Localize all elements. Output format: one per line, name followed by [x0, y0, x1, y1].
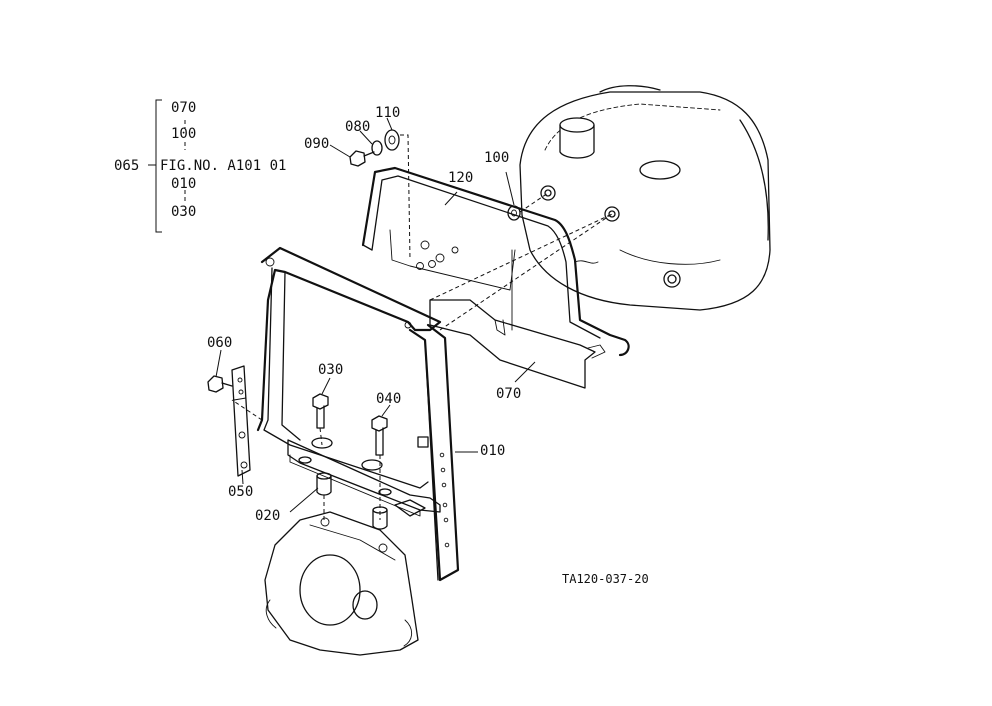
group-line-5: 030 [171, 204, 196, 220]
callout-020: 020 [255, 508, 280, 524]
callout-labels: 110 080 090 120 100 060 030 040 070 010 … [207, 105, 649, 586]
callout-050: 050 [228, 484, 253, 500]
callout-040: 040 [376, 391, 401, 407]
callout-100: 100 [484, 150, 509, 166]
tank-bracket-120 [361, 166, 630, 357]
drawing-code: TA120-037-20 [562, 572, 649, 586]
collar-020 [316, 472, 388, 530]
group-reference: 065 070 100 FIG.NO. A101 01 010 030 [114, 99, 286, 233]
group-line-4: 010 [171, 176, 196, 192]
washer-080 [371, 140, 383, 156]
group-line-2: 100 [171, 126, 196, 142]
assembly-lines [215, 117, 613, 513]
fuel-tank [519, 85, 771, 311]
callout-120: 120 [448, 170, 473, 186]
bolt-040 [371, 415, 388, 520]
callout-080: 080 [345, 119, 370, 135]
callout-030: 030 [318, 362, 343, 378]
group-number: 065 [114, 158, 139, 174]
nut-100 [507, 205, 521, 221]
callout-060: 060 [207, 335, 232, 351]
callout-010: 010 [480, 443, 505, 459]
callout-090: 090 [304, 136, 329, 152]
callout-070: 070 [496, 386, 521, 402]
plate-050 [231, 365, 251, 477]
bolt-090 [349, 150, 375, 167]
plate-070 [429, 249, 606, 389]
callout-110: 110 [375, 105, 400, 121]
fig-number: FIG.NO. A101 01 [160, 158, 286, 174]
washer-110 [384, 129, 400, 151]
group-line-1: 070 [171, 100, 196, 116]
bolt-030 [312, 393, 329, 446]
bolt-060 [207, 375, 233, 393]
engine-housing [264, 511, 419, 656]
main-frame-010 [256, 246, 460, 582]
